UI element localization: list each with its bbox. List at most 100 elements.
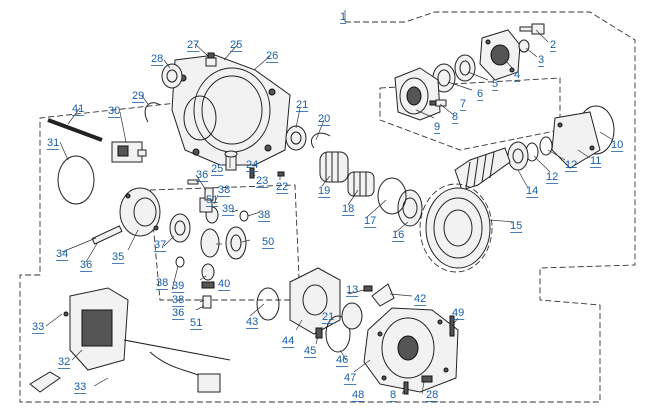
oil-seal-top	[161, 63, 183, 89]
callout-label: 16	[392, 229, 404, 241]
side-gear-37	[169, 213, 191, 243]
callout-label: 37	[154, 239, 166, 251]
callout-label: 3	[538, 54, 544, 66]
callout-label: 2	[550, 39, 556, 51]
callout-label: 43	[246, 316, 258, 328]
callout-label: 5	[492, 78, 498, 90]
callout-label: 14	[526, 185, 538, 197]
callout-label: 24	[246, 159, 258, 171]
oring-46	[325, 315, 351, 353]
oring-31	[57, 155, 95, 205]
callout-label: 15	[510, 220, 522, 232]
callout-label: 19	[318, 185, 330, 197]
oring-25	[224, 150, 238, 158]
diff-case-50	[225, 226, 247, 260]
callout-label: 39	[172, 280, 184, 292]
callout-label: 36	[80, 259, 92, 271]
subgroup-boundary-rear	[379, 77, 561, 151]
leaders	[45, 29, 614, 395]
callout-label: 36	[172, 307, 184, 319]
bolt-28b	[421, 375, 433, 383]
drain-plug	[205, 52, 217, 67]
callout-label: 33	[32, 321, 44, 333]
bearing-housing-9	[394, 67, 441, 121]
callout-label: 41	[72, 103, 84, 115]
callout-label: 40	[218, 278, 230, 290]
callout-label: 42	[414, 293, 426, 305]
callout-label: 49	[452, 307, 464, 319]
front-arrow	[29, 371, 61, 393]
callout-label: 25	[211, 163, 223, 175]
callout-label: 27	[187, 39, 199, 51]
callout-label: 12	[546, 171, 558, 183]
callout-label: 31	[47, 137, 59, 149]
callout-labels: 1 2 3 4 5 6 7 8 9 10 11 12 12 13 14 15 1…	[32, 11, 624, 402]
callout-label: 26	[266, 50, 278, 62]
callout-label: 38	[172, 294, 184, 306]
callout-label: 25	[230, 39, 242, 51]
output-flange	[479, 29, 521, 81]
flange-bolt	[519, 23, 545, 35]
shim-12a	[539, 136, 553, 156]
oil-seal-21	[285, 125, 307, 151]
callout-label: 8	[390, 389, 396, 401]
ring-gear	[419, 183, 493, 273]
callout-label: 21	[296, 99, 308, 111]
callout-label: 18	[342, 203, 354, 215]
drive-pinion	[454, 147, 511, 191]
callout-label: 45	[304, 345, 316, 357]
callout-label: 4	[514, 69, 520, 81]
clutch-sleeve-19	[319, 151, 349, 183]
callout-label: 51	[190, 317, 202, 329]
bearing-16	[397, 189, 423, 227]
bolt-13	[363, 285, 373, 292]
callout-label: 28	[151, 53, 163, 65]
callout-label: 39	[222, 203, 234, 215]
callout-label: 51	[206, 194, 218, 206]
callout-label: 12	[565, 159, 577, 171]
callout-label: 9	[434, 121, 440, 133]
pin-34	[91, 225, 123, 245]
bracket-42	[371, 283, 395, 307]
callout-label: 33	[74, 381, 86, 393]
callout-label: 20	[318, 113, 330, 125]
callout-label: 21	[322, 311, 334, 323]
callout-label: 17	[364, 215, 376, 227]
callout-label: 11	[590, 155, 601, 167]
gear-case-housing	[171, 54, 291, 166]
assembly-boundary	[19, 11, 636, 403]
shim-43	[256, 287, 280, 321]
callout-label: 1	[340, 11, 346, 23]
callout-label: 30	[108, 105, 120, 117]
diff-cross	[199, 197, 220, 258]
callout-label: 36	[196, 169, 208, 181]
callout-label: 10	[611, 139, 623, 151]
bearing-14	[507, 141, 529, 171]
callout-label: 38	[218, 184, 230, 196]
callout-label: 7	[460, 98, 466, 110]
callout-label: 48	[352, 389, 364, 401]
oil-seal-21b	[341, 302, 363, 330]
roller-bearing-18	[347, 171, 375, 197]
callout-label: 6	[477, 88, 483, 100]
callout-label: 8	[452, 111, 458, 123]
bolt-8b	[403, 381, 409, 395]
circlip-20	[310, 132, 331, 149]
cover-44	[289, 267, 341, 335]
callout-label: 35	[112, 251, 124, 263]
housing-bolt-8	[429, 99, 447, 107]
bolt-45	[315, 327, 323, 339]
callout-label: 47	[344, 372, 356, 384]
actuator-30	[111, 141, 147, 163]
switch-24	[225, 155, 237, 171]
pin-22	[277, 171, 285, 177]
callout-label: 13	[346, 284, 358, 296]
pinion-gear-39b	[201, 263, 215, 281]
callout-label: 38	[258, 209, 270, 221]
washer-38a	[239, 210, 249, 222]
cover-11	[551, 111, 601, 169]
callout-label: 28	[426, 389, 438, 401]
subgroup-boundary-diff	[149, 184, 301, 301]
washer-38b	[175, 256, 185, 268]
